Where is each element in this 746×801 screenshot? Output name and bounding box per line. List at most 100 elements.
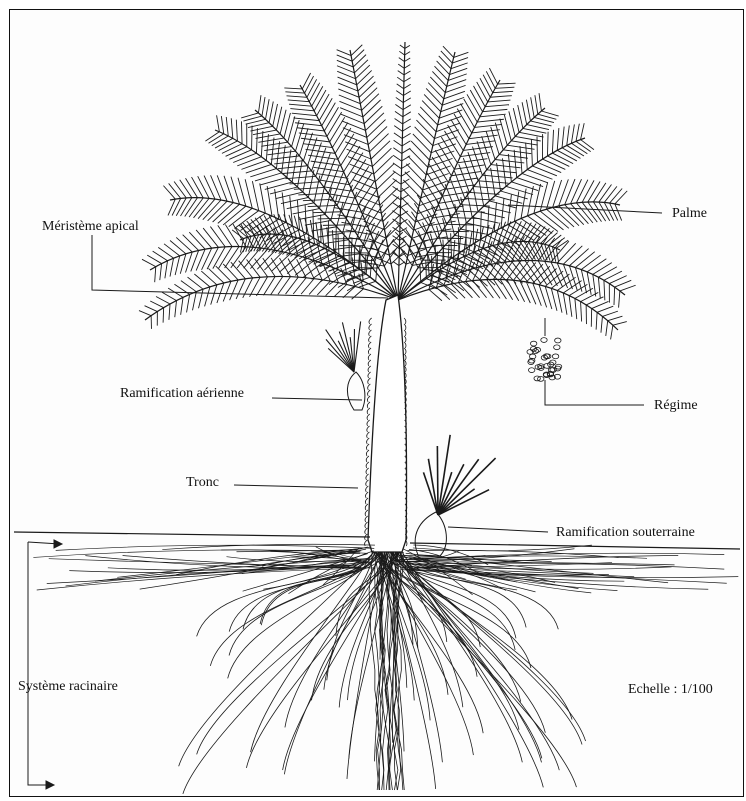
- leaflet: [306, 149, 336, 153]
- leaflet: [520, 281, 530, 303]
- leaflet: [221, 116, 223, 134]
- leaflet: [196, 230, 212, 248]
- leaflet: [162, 292, 176, 300]
- leaflet: [165, 261, 168, 279]
- leaflet: [422, 101, 439, 119]
- leaflet: [404, 78, 411, 82]
- leaflet: [176, 237, 192, 252]
- leaflet: [338, 134, 354, 160]
- leaflet: [145, 306, 158, 312]
- bark-mark: [404, 354, 406, 360]
- leaflet: [337, 178, 348, 205]
- leaflet: [534, 184, 541, 213]
- leaflet: [458, 227, 459, 253]
- leaflet: [511, 141, 537, 145]
- aerial-offshoot-base: [347, 372, 364, 410]
- leaflet: [348, 217, 355, 240]
- leader-line: [545, 380, 644, 405]
- leaflet: [581, 302, 582, 322]
- leaflet: [450, 68, 468, 74]
- leaflet: [169, 304, 170, 320]
- bark-mark: [365, 492, 368, 498]
- leaflet: [549, 235, 562, 245]
- leaflet: [216, 266, 231, 281]
- leader-line: [28, 542, 52, 785]
- leaflet: [194, 274, 210, 287]
- leaflet: [250, 249, 267, 269]
- leaflet: [485, 105, 509, 107]
- leaflet: [303, 133, 312, 161]
- leaflet: [253, 130, 276, 135]
- leaflet: [614, 287, 615, 305]
- leaflet: [285, 92, 304, 93]
- label-regime: Régime: [654, 399, 698, 413]
- leaflet: [189, 232, 205, 249]
- leaflet: [266, 134, 268, 160]
- leaflet: [415, 127, 433, 146]
- date-fruit: [534, 376, 540, 381]
- leaflet: [278, 277, 290, 295]
- leaflet: [474, 124, 501, 127]
- leaflet: [270, 187, 297, 194]
- leaflet: [156, 297, 170, 305]
- leaflet: [557, 291, 562, 313]
- leaflet: [305, 220, 331, 225]
- leaflet: [451, 233, 452, 258]
- leaflet: [557, 128, 559, 150]
- leaflet: [380, 188, 398, 205]
- leaflet: [393, 178, 401, 184]
- leaflet: [302, 73, 310, 89]
- leaflet: [403, 91, 410, 95]
- leaflet: [429, 164, 445, 189]
- leaflet: [448, 178, 478, 182]
- bark-mark: [366, 456, 369, 462]
- bark-mark: [367, 402, 370, 408]
- bark-mark: [369, 318, 372, 324]
- leaflet: [569, 249, 588, 266]
- leaflet: [180, 180, 192, 198]
- label-systeme-racinaire: Système racinaire: [18, 680, 118, 694]
- leaflet: [547, 132, 548, 156]
- leaflet: [405, 52, 410, 55]
- leaflet: [399, 58, 405, 62]
- leaflet: [398, 71, 404, 75]
- label-meristeme-apical: Méristème apical: [42, 220, 139, 234]
- leaflet: [163, 186, 175, 199]
- bark-mark: [368, 378, 371, 384]
- trunk-drawing: [365, 295, 407, 552]
- leaflet: [405, 45, 410, 48]
- leaflet: [207, 247, 218, 269]
- leaflet: [443, 247, 444, 268]
- leaflet: [241, 160, 266, 169]
- leaflet: [318, 233, 343, 237]
- leaflet: [337, 66, 354, 73]
- leaflet: [293, 209, 320, 214]
- leaflet: [218, 225, 232, 246]
- leaflet: [320, 180, 350, 185]
- leaflet: [299, 133, 327, 136]
- leaflet: [364, 106, 382, 123]
- leaflet: [444, 131, 460, 157]
- leaflet: [576, 141, 591, 151]
- leaflet: [175, 301, 177, 318]
- leaflet: [576, 124, 579, 142]
- leaflet: [358, 76, 374, 91]
- bark-mark: [369, 324, 372, 330]
- leaflet: [311, 227, 336, 231]
- leaflet: [193, 292, 197, 311]
- leaflet: [368, 126, 387, 144]
- leaflet: [410, 149, 428, 168]
- leaflet: [295, 123, 322, 126]
- bark-mark: [404, 348, 406, 354]
- leaflet: [447, 80, 467, 87]
- leaflet: [232, 230, 243, 239]
- leaflet: [575, 298, 577, 319]
- bark-mark: [365, 510, 368, 516]
- label-palme: Palme: [672, 207, 707, 221]
- leaflet: [198, 176, 209, 198]
- leaflet: [363, 100, 381, 117]
- leaflet: [280, 110, 286, 134]
- leaflet: [209, 134, 224, 143]
- leaflet: [514, 150, 517, 178]
- leaflet: [286, 277, 299, 294]
